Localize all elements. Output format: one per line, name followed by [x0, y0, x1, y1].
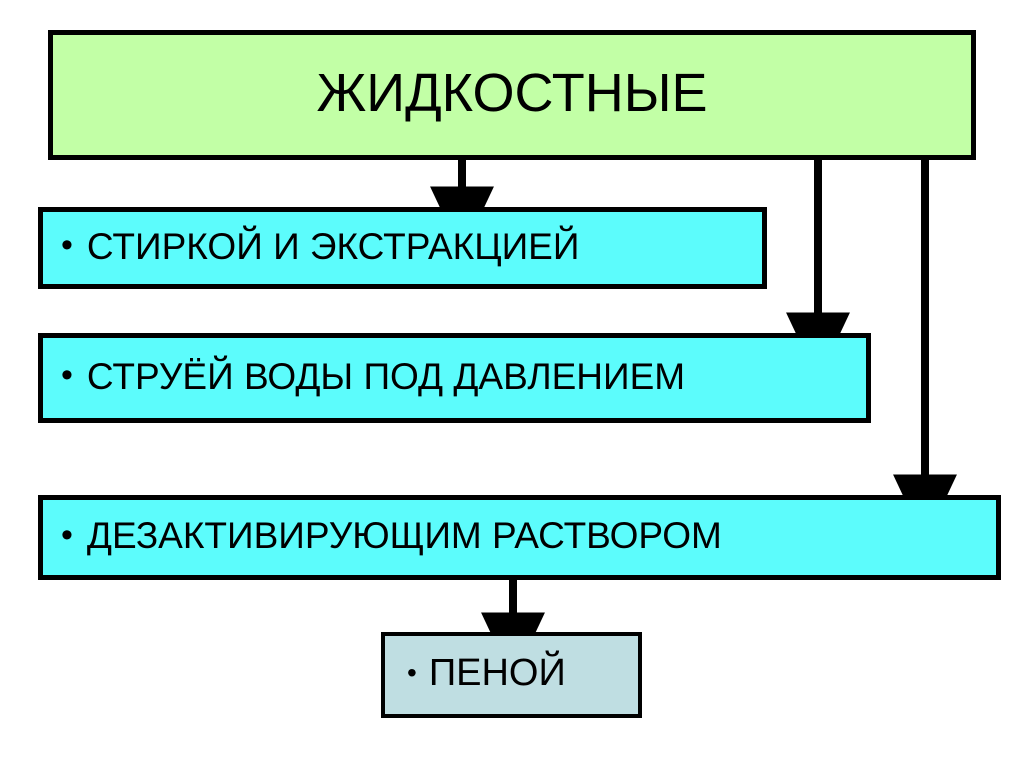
- node-branch-decontamination-solution[interactable]: • ДЕЗАКТИВИРУЮЩИМ РАСТВОРОМ: [38, 495, 1001, 580]
- bullet-icon: •: [61, 515, 73, 554]
- node-leaf-foam[interactable]: • ПЕНОЙ: [381, 632, 642, 718]
- node-branch-washing-extraction[interactable]: • СТИРКОЙ И ЭКСТРАКЦИЕЙ: [38, 207, 767, 289]
- bullet-icon: •: [407, 656, 417, 688]
- bullet-icon: •: [61, 226, 73, 264]
- bullet-icon: •: [61, 356, 73, 394]
- node-leaf-foam-label: ПЕНОЙ: [428, 652, 566, 694]
- node-branch-washing-extraction-label: СТИРКОЙ И ЭКСТРАКЦИЕЙ: [86, 225, 580, 267]
- node-branch-pressurized-water-jet[interactable]: • СТРУЁЙ ВОДЫ ПОД ДАВЛЕНИЕМ: [38, 333, 871, 423]
- node-root-liquid[interactable]: ЖИДКОСТНЫЕ: [48, 30, 976, 160]
- node-root-label: ЖИДКОСТНЫЕ: [316, 63, 708, 123]
- node-branch-decontamination-solution-label: ДЕЗАКТИВИРУЮЩИМ РАСТВОРОМ: [86, 515, 722, 556]
- node-branch-pressurized-water-jet-label: СТРУЁЙ ВОДЫ ПОД ДАВЛЕНИЕМ: [86, 355, 686, 397]
